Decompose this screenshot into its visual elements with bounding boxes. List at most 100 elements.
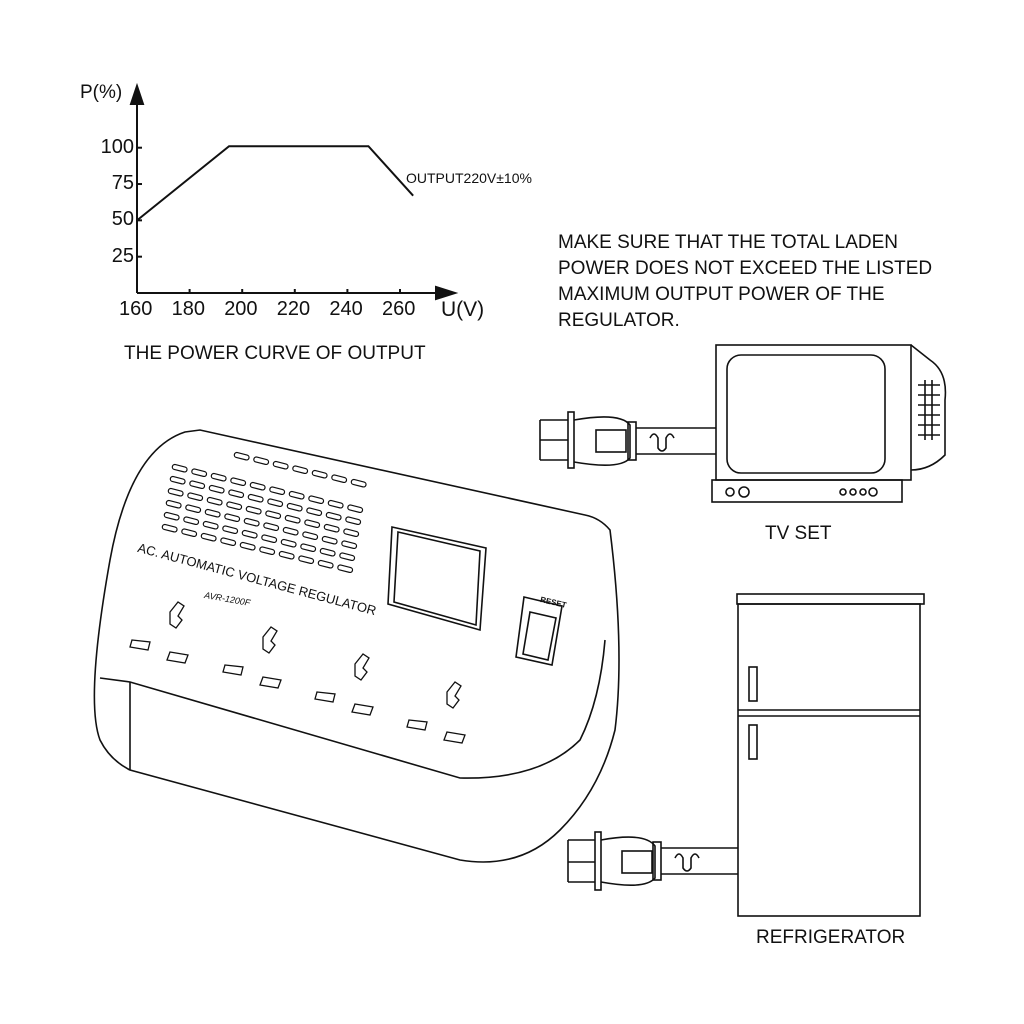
vent-slot <box>233 451 250 461</box>
power-outlet[interactable] <box>129 601 189 664</box>
vent-slot <box>300 543 317 553</box>
vent-slot <box>339 552 356 562</box>
vent-slot <box>206 496 223 506</box>
vent-slot <box>208 484 225 494</box>
vent-slot <box>249 481 266 491</box>
vent-slot <box>165 499 182 509</box>
vent-slot <box>265 510 282 520</box>
vent-slot <box>169 475 186 485</box>
note-line: MAXIMUM OUTPUT POWER OF THE <box>558 284 885 305</box>
y-tick-label: 100 <box>100 135 134 158</box>
x-tick-label: 180 <box>171 298 205 320</box>
vent-slot <box>317 559 334 569</box>
refrigerator-drawing <box>736 593 925 917</box>
vent-slot <box>341 540 358 550</box>
vent-slot <box>306 507 323 517</box>
vent-slot <box>245 505 262 515</box>
vent-slot <box>189 480 206 490</box>
vent-slot <box>319 547 336 557</box>
vent-slot <box>298 555 315 565</box>
vent-slot <box>272 460 289 470</box>
tv-set-drawing <box>711 344 947 503</box>
x-tick-label: 220 <box>276 298 311 320</box>
vent-slot <box>278 550 295 560</box>
vent-slot <box>259 546 276 556</box>
vent-slot <box>302 531 319 541</box>
vent-slot <box>200 532 217 542</box>
vent-slot <box>263 522 280 532</box>
vent-slot <box>222 525 239 535</box>
vent-slot <box>161 523 178 533</box>
vent-slot <box>202 520 219 530</box>
vent-slot <box>261 534 278 544</box>
vent-slot <box>308 495 325 505</box>
vent-slot <box>286 502 303 512</box>
x-tick-label: 240 <box>329 298 363 320</box>
vent-slot <box>345 516 362 526</box>
vent-slot <box>292 465 309 475</box>
y-tick-label: 50 <box>111 208 134 231</box>
x-tick-label: 260 <box>382 298 416 320</box>
tv-plug-drawing <box>539 411 716 469</box>
vent-slot <box>226 501 243 511</box>
vent-slot <box>241 529 258 539</box>
vent-slot <box>171 463 188 473</box>
vent-slot <box>284 514 301 524</box>
vent-slot <box>327 499 344 509</box>
vent-slot <box>204 508 221 518</box>
vent-slot <box>280 538 297 548</box>
vent-slot <box>347 504 364 514</box>
vent-slot <box>228 489 245 499</box>
power-outlet[interactable] <box>222 626 282 689</box>
y-tick-label: 75 <box>111 172 134 195</box>
vent-slot <box>191 468 208 478</box>
vent-slot <box>253 456 270 466</box>
vent-slot <box>210 472 227 482</box>
vent-slot <box>304 519 321 529</box>
vent-slot <box>167 487 184 497</box>
vent-slot <box>350 478 367 488</box>
note-line: REGULATOR. <box>558 310 680 331</box>
y-axis-label: P(%) <box>80 82 123 103</box>
power-outlet[interactable] <box>314 653 374 716</box>
power-curve-line <box>136 145 414 222</box>
chart-title: THE POWER CURVE OF OUTPUT <box>124 343 426 364</box>
curve-annotation: OUTPUT220V±10% <box>406 170 532 186</box>
vent-slot <box>269 486 286 496</box>
note-line: MAKE SURE THAT THE TOTAL LADEN <box>558 232 898 253</box>
vent-slot <box>321 535 338 545</box>
vent-slot <box>267 498 284 508</box>
x-axis-label: U(V) <box>441 298 485 321</box>
vent-slot <box>247 493 264 503</box>
power-outlet[interactable] <box>406 681 466 744</box>
y-axis-arrow <box>129 82 145 105</box>
x-axis-arrow <box>435 285 459 301</box>
vent-slot <box>331 474 348 484</box>
vent-slot <box>311 469 328 479</box>
y-tick-label: 25 <box>111 244 134 267</box>
vent-slot <box>187 492 204 502</box>
vent-slot <box>220 537 237 547</box>
x-tick-label: 200 <box>224 298 258 320</box>
vent-slot <box>343 528 360 538</box>
vent-slot <box>288 490 305 500</box>
vent-slot <box>230 477 247 487</box>
voltage-regulator-drawing <box>93 429 620 863</box>
x-tick-label: 160 <box>119 298 153 320</box>
vent-slot <box>181 528 198 538</box>
power-warning-note: MAKE SURE THAT THE TOTAL LADEN POWER DOE… <box>558 230 932 334</box>
tv-label: TV SET <box>765 523 832 544</box>
fridge-plug-drawing <box>567 831 738 891</box>
vent-slot <box>224 513 241 523</box>
fridge-label: REFRIGERATOR <box>756 927 906 948</box>
vent-slot <box>243 517 260 527</box>
vent-slot <box>163 511 180 521</box>
note-line: POWER DOES NOT EXCEED THE LISTED <box>558 258 933 279</box>
vent-slot <box>282 526 299 536</box>
vent-slot <box>337 564 354 574</box>
vent-slot <box>185 504 202 514</box>
vent-slot <box>325 511 342 521</box>
vent-slot <box>323 523 340 533</box>
